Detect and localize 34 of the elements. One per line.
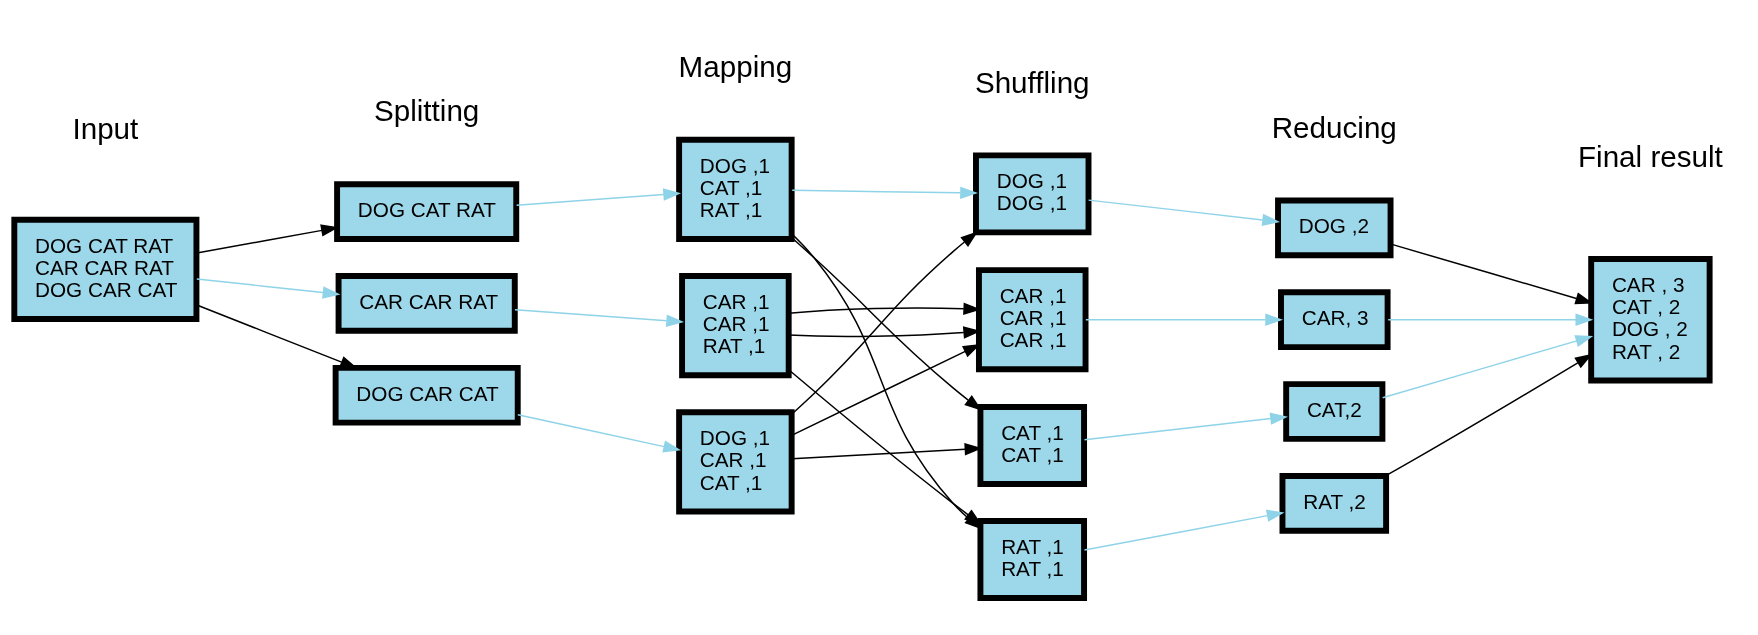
label: Final result bbox=[1578, 140, 1723, 174]
node-box: CAT,2 bbox=[1283, 381, 1386, 442]
label: Splitting bbox=[374, 94, 480, 128]
arrow bbox=[196, 278, 341, 299]
label: Input bbox=[72, 112, 139, 146]
node-box: DOG ,1 DOG ,1 bbox=[973, 152, 1092, 236]
arrow bbox=[1087, 199, 1280, 227]
arrow bbox=[517, 414, 681, 453]
node-box: DOG CAT RAT bbox=[334, 181, 520, 242]
arrow bbox=[1083, 509, 1285, 551]
arrow bbox=[791, 186, 978, 200]
arrow bbox=[514, 309, 685, 327]
node-box: CAR , 3 CAT , 2 DOG , 2 RAT , 2 bbox=[1588, 256, 1713, 384]
node-box: DOG ,2 bbox=[1275, 197, 1394, 259]
label: Mapping bbox=[678, 49, 793, 83]
label: Reducing bbox=[1271, 110, 1397, 144]
node-box: CAR ,1 CAR ,1 RAT ,1 bbox=[679, 273, 792, 379]
label: Shuffling bbox=[974, 66, 1090, 100]
arrow bbox=[791, 343, 981, 436]
node-box: CAR CAR RAT bbox=[335, 273, 518, 334]
node-box: CAR ,1 CAR ,1 CAR ,1 bbox=[976, 267, 1089, 373]
arrow bbox=[1387, 313, 1594, 326]
arrow bbox=[515, 188, 682, 206]
node-box: RAT ,2 bbox=[1279, 472, 1390, 534]
node-box: RAT ,1 RAT ,1 bbox=[977, 518, 1088, 602]
node-box: DOG CAR CAT bbox=[332, 364, 521, 426]
node-box: DOG ,1 CAT ,1 RAT ,1 bbox=[676, 136, 795, 242]
node-box: CAT ,1 CAT ,1 bbox=[977, 404, 1088, 488]
arrow bbox=[1381, 335, 1594, 399]
arrow bbox=[1085, 313, 1284, 326]
node-box: DOG CAT RAT CAR CAR RAT DOG CAR CAT bbox=[11, 216, 200, 322]
node-box: DOG ,1 CAR ,1 CAT ,1 bbox=[676, 409, 795, 515]
arrow bbox=[1083, 412, 1288, 441]
node-box: CAR, 3 bbox=[1278, 289, 1391, 351]
